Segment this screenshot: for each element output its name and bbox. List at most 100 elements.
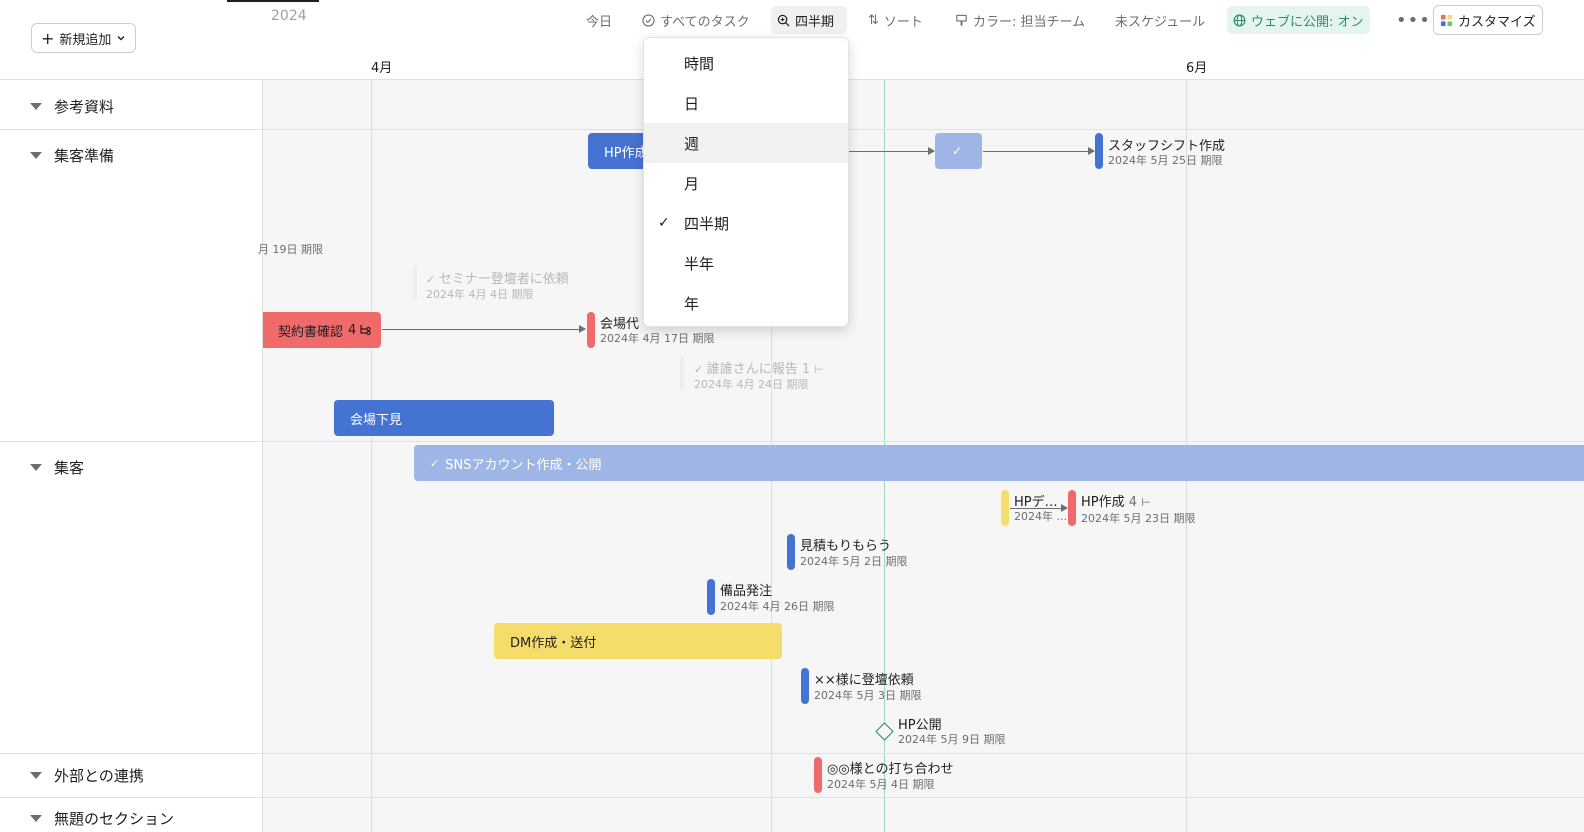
subtask-icon xyxy=(360,325,371,336)
customize-button[interactable]: カスタマイズ xyxy=(1433,5,1543,35)
dependency-arrow xyxy=(849,147,935,155)
zoom-option-year[interactable]: 年 xyxy=(644,283,848,323)
task-label: 会場下見 xyxy=(350,412,403,428)
task-label: SNSアカウント作成・公開 xyxy=(445,457,602,473)
task-name[interactable]: HPデ… xyxy=(1014,495,1058,510)
subtask-count: 4 xyxy=(1128,495,1138,510)
check-icon: ✓ xyxy=(426,273,439,286)
task-name[interactable]: ◎◎様との打ち合わせ xyxy=(827,762,954,777)
task-marker[interactable] xyxy=(787,534,795,570)
task-date: 2024年 4月 24日 期限 xyxy=(694,378,809,391)
task-bar-completed[interactable]: ✓ xyxy=(935,133,982,169)
zoom-option-hour[interactable]: 時間 xyxy=(644,43,848,83)
task-name[interactable]: 会場代 xyxy=(600,317,640,332)
section-header-marketing[interactable]: 集客 xyxy=(30,457,84,478)
customize-label: カスタマイズ xyxy=(1458,14,1536,30)
month-label-april: 4月 xyxy=(371,61,393,76)
task-bar-sns[interactable]: ✓ SNSアカウント作成・公開 xyxy=(414,445,1584,481)
add-new-button[interactable]: + 新規追加 xyxy=(31,23,137,53)
apps-icon xyxy=(1440,14,1453,26)
today-label: 今日 xyxy=(586,14,613,30)
section-title: 外部との連携 xyxy=(54,767,144,785)
unscheduled-button[interactable]: 未スケジュール xyxy=(1109,6,1211,34)
chevron-down-icon xyxy=(117,36,125,41)
more-options-icon[interactable]: ••• xyxy=(1396,9,1431,31)
task-name[interactable]: ××様に登壇依頼 xyxy=(814,673,914,688)
today-button[interactable]: 今日 xyxy=(580,6,618,34)
task-date: 2024年 5月 23日 期限 xyxy=(1081,512,1196,525)
publish-label: ウェブに公開: オン xyxy=(1251,14,1364,30)
task-name: セミナー登壇者に依頼 xyxy=(438,272,569,287)
dependency-arrow xyxy=(1010,504,1068,512)
task-date: 2024年 4月 4日 期限 xyxy=(426,288,534,301)
task-bar-contract[interactable]: 契約書確認 4 xyxy=(263,312,381,348)
add-new-label: 新規追加 xyxy=(59,32,112,48)
task-name[interactable]: HP作成 4 ⊢ xyxy=(1081,491,1151,510)
color-button[interactable]: カラー: 担当チーム xyxy=(949,6,1091,34)
subtask-count: 4 xyxy=(348,322,357,338)
task-date: 月 19日 期限 xyxy=(258,243,323,256)
plus-icon: + xyxy=(41,28,55,48)
task-marker[interactable] xyxy=(814,757,822,793)
caret-down-icon[interactable] xyxy=(30,152,42,159)
zoom-option-day[interactable]: 日 xyxy=(644,83,848,123)
section-header-external[interactable]: 外部との連携 xyxy=(30,765,144,786)
task-label: HP作成 xyxy=(604,145,648,161)
task-name[interactable]: HP公開 xyxy=(898,718,942,733)
task-date: 2024年 5月 25日 期限 xyxy=(1108,154,1223,167)
section-column xyxy=(0,80,263,832)
sort-label: ソート xyxy=(883,14,923,30)
grid-line xyxy=(371,80,372,832)
publish-button[interactable]: ウェブに公開: オン xyxy=(1227,6,1370,34)
zoom-option-quarter[interactable]: ✓ 四半期 xyxy=(644,203,848,243)
check-icon: ✓ xyxy=(658,215,670,231)
task-marker[interactable] xyxy=(587,312,595,348)
section-header-prep[interactable]: 集客準備 xyxy=(30,145,114,166)
month-label-june: 6月 xyxy=(1186,61,1208,76)
task-bar-hp[interactable]: HP作成 xyxy=(588,133,648,169)
year-label: 2024 xyxy=(271,8,307,24)
task-bar-venue-visit[interactable]: 会場下見 xyxy=(334,400,554,436)
paint-brush-icon xyxy=(956,14,967,26)
zoom-option-week[interactable]: 週 xyxy=(644,123,848,163)
task-name[interactable]: 備品発注 xyxy=(720,584,773,599)
subtask-icon: ⊢ xyxy=(814,363,824,376)
zoom-icon xyxy=(777,14,790,26)
task-date: 2024年 4月 26日 期限 xyxy=(720,600,835,613)
color-label: カラー: 担当チーム xyxy=(973,14,1086,30)
task-label: 契約書確認 xyxy=(278,324,344,340)
task-date: 2024年 5月 9日 期限 xyxy=(898,733,1006,746)
section-title: 無題のセクション xyxy=(54,810,175,828)
task-name[interactable]: スタッフシフト作成 xyxy=(1108,139,1226,154)
task-date: 2024年 4月 17日 期限 xyxy=(600,332,715,345)
zoom-label: 四半期 xyxy=(795,14,835,30)
subtask-count: 1 xyxy=(801,362,811,377)
caret-down-icon[interactable] xyxy=(30,103,42,110)
task-marker[interactable] xyxy=(1068,490,1076,526)
section-header-untitled[interactable]: 無題のセクション xyxy=(30,808,174,829)
tab-underline xyxy=(227,0,319,2)
task-name[interactable]: 見積もりもらう xyxy=(800,539,892,554)
task-bar-dm[interactable]: DM作成・送付 xyxy=(494,623,782,659)
all-tasks-button[interactable]: すべてのタスク xyxy=(636,6,756,34)
option-label: 半年 xyxy=(684,254,715,273)
caret-down-icon[interactable] xyxy=(30,772,42,779)
task-marker[interactable] xyxy=(1001,490,1009,526)
option-label: 時間 xyxy=(684,54,715,73)
section-title: 集客準備 xyxy=(54,147,115,165)
task-marker[interactable] xyxy=(801,668,809,704)
divider xyxy=(0,797,1584,798)
sort-icon: ⇅ xyxy=(868,12,879,28)
sort-button[interactable]: ⇅ ソート xyxy=(862,6,929,34)
option-label: 週 xyxy=(684,134,700,153)
task-marker[interactable] xyxy=(1095,133,1103,169)
zoom-option-month[interactable]: 月 xyxy=(644,163,848,203)
section-header-reference[interactable]: 参考資料 xyxy=(30,96,114,117)
task-marker[interactable] xyxy=(707,579,715,615)
zoom-button[interactable]: 四半期 xyxy=(771,6,847,34)
zoom-option-half-year[interactable]: 半年 xyxy=(644,243,848,283)
zoom-dropdown-menu: 時間 日 週 月 ✓ 四半期 半年 年 xyxy=(643,37,849,327)
caret-down-icon[interactable] xyxy=(30,815,42,822)
option-label: 日 xyxy=(684,94,700,113)
caret-down-icon[interactable] xyxy=(30,464,42,471)
